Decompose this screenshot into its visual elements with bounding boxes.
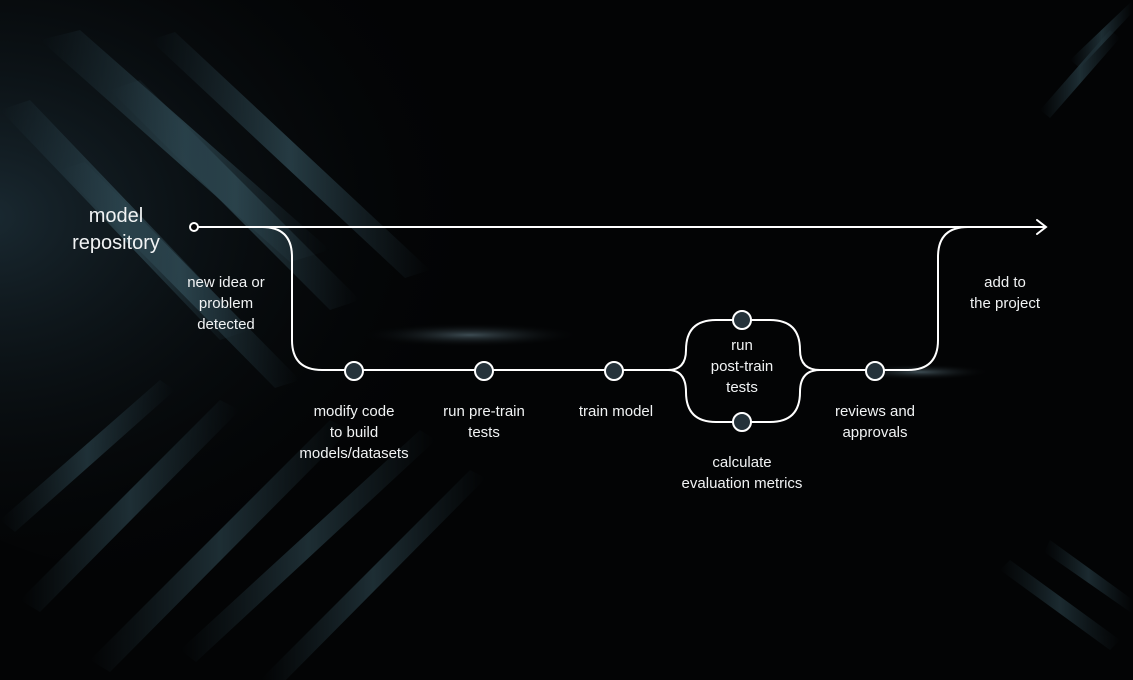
branch-up-connector [874,226,981,371]
node-pre-train [474,361,494,381]
arrow-right-icon [1036,219,1048,235]
label-add-project: add to the project [969,274,1041,312]
node-modify-code [344,361,364,381]
label-new-idea: new idea or problem detected [187,274,265,333]
diagram-title: model repository [72,205,160,254]
label-post-train: run post-train tests [710,337,774,396]
node-metrics [732,412,752,432]
node-train-model [604,361,624,381]
node-post-train [732,310,752,330]
label-pre-train: run pre-train tests [443,403,525,441]
start-node-icon [189,222,199,232]
node-reviews [865,361,885,381]
branch-down-connector [261,226,355,371]
label-modify-code: modify code to build models/datasets [299,403,409,462]
label-metrics: calculate evaluation metrics [681,454,803,492]
label-train-model: train model [578,403,654,420]
label-reviews: reviews and approvals [834,403,916,441]
